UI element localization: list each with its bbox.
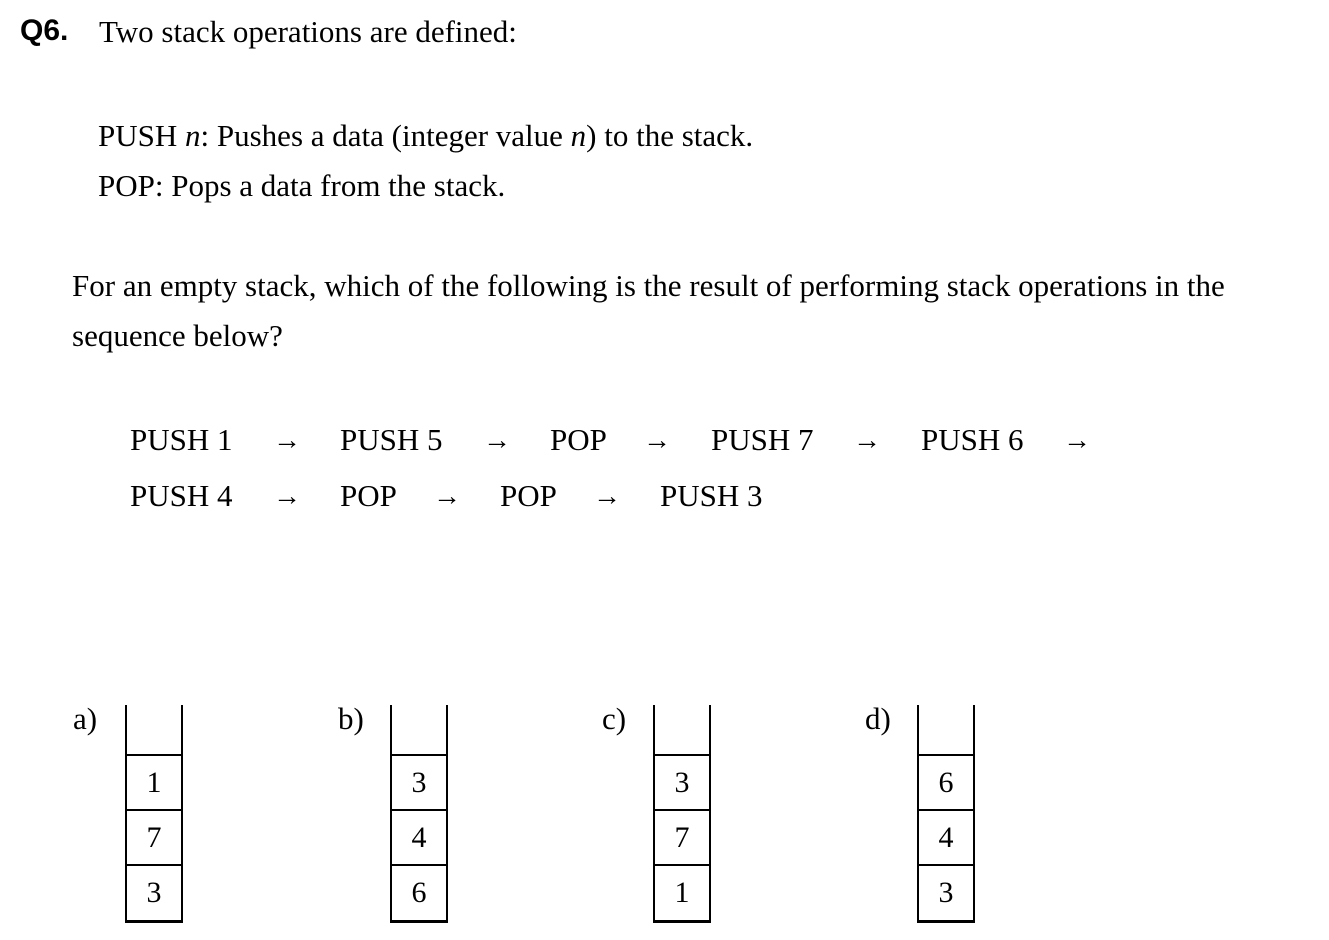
stack-cell: 7 xyxy=(655,811,709,866)
arrow-icon: → xyxy=(483,425,511,456)
prompt-line-2: sequence below? xyxy=(72,318,283,353)
stack-cell: 3 xyxy=(938,876,954,909)
option-label: c) xyxy=(602,701,627,736)
stack-diagram: 3 7 1 xyxy=(653,705,711,923)
op: PUSH 6 xyxy=(921,422,1024,457)
question-title: Two stack operations are defined: xyxy=(99,14,517,49)
stack-cell: 1 xyxy=(674,876,690,909)
arrow-icon: → xyxy=(433,481,461,512)
arrow-icon: → xyxy=(643,425,671,456)
definition-pop: POP: Pops a data from the stack. xyxy=(98,168,506,203)
arrow-icon: → xyxy=(1063,425,1091,456)
arrow-icon: → xyxy=(273,425,301,456)
arrow-icon: → xyxy=(853,425,881,456)
arrow-icon: → xyxy=(273,481,301,512)
stack-empty-slot xyxy=(919,705,973,756)
stack-cell: 7 xyxy=(127,811,181,866)
op: PUSH 4 xyxy=(130,478,233,513)
stack-diagram: 1 7 3 xyxy=(125,705,183,923)
stack-cell: 6 xyxy=(411,876,427,909)
option-label: d) xyxy=(865,701,891,736)
op: PUSH 1 xyxy=(130,422,233,457)
op: PUSH 3 xyxy=(660,478,763,513)
stack-empty-slot xyxy=(392,705,446,756)
stack-empty-slot xyxy=(655,705,709,756)
op: PUSH 5 xyxy=(340,422,443,457)
arrow-icon: → xyxy=(593,481,621,512)
question-number: Q6. xyxy=(20,14,69,47)
stack-empty-slot xyxy=(127,705,181,756)
op: POP xyxy=(500,478,557,513)
prompt-line-1: For an empty stack, which of the followi… xyxy=(72,268,1225,303)
definition-push: PUSH n: Pushes a data (integer value n) … xyxy=(98,118,754,153)
op: PUSH 7 xyxy=(711,422,814,457)
option-label: a) xyxy=(73,701,98,736)
op: POP xyxy=(340,478,397,513)
stack-cell: 6 xyxy=(919,756,973,811)
option-label: b) xyxy=(338,701,364,736)
stack-cell: 1 xyxy=(127,756,181,811)
stack-cell: 4 xyxy=(392,811,446,866)
stack-cell: 3 xyxy=(392,756,446,811)
stack-cell: 4 xyxy=(919,811,973,866)
op: POP xyxy=(550,422,607,457)
stack-diagram: 6 4 3 xyxy=(917,705,975,923)
stack-cell: 3 xyxy=(655,756,709,811)
stack-diagram: 3 4 6 xyxy=(390,705,448,923)
stack-cell: 3 xyxy=(146,876,162,909)
